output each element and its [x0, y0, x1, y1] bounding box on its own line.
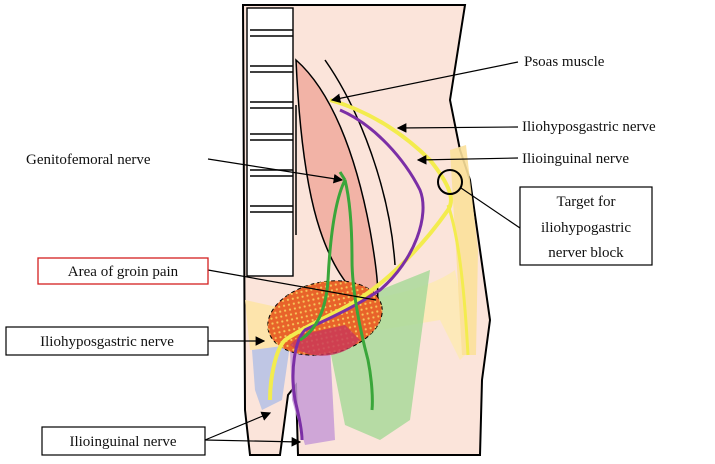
- genitofemoral-nerve-label: Genitofemoral nerve: [26, 152, 151, 168]
- iliohypogastric-nerve-label-right: Iliohyposgastric nerve: [522, 119, 656, 135]
- ilioinguinal-nerve-label-right: Ilioinguinal nerve: [522, 151, 629, 167]
- target-label-line2: iliohypogastric: [541, 220, 631, 236]
- ilioinguinal-nerve-label-left: Ilioinguinal nerve: [69, 434, 176, 450]
- groin-pain-label: Area of groin pain: [68, 264, 179, 280]
- vertebral-column: [247, 8, 293, 276]
- target-label-line3: nerver block: [548, 245, 624, 261]
- target-label-line1: Target for: [556, 194, 615, 210]
- iliohypogastric-nerve-label-left: Iliohyposgastric nerve: [40, 334, 174, 350]
- psoas-label: Psoas muscle: [524, 54, 605, 70]
